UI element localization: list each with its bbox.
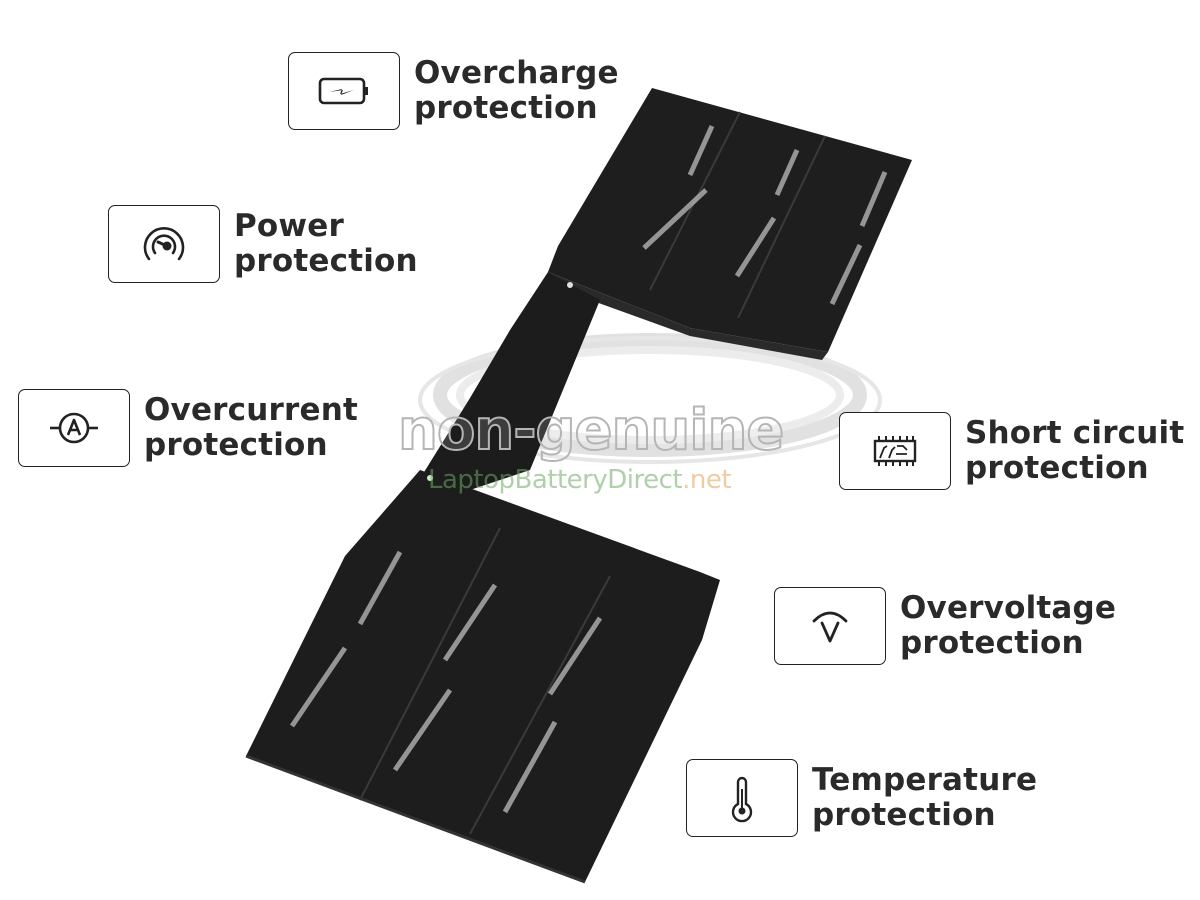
watermark-text: non-genuine <box>397 397 785 464</box>
circuit-chip-icon-box <box>839 412 951 490</box>
feature-title: Overvoltage <box>900 590 1117 626</box>
watermark-site-tld: .net <box>682 465 732 495</box>
feature-subtitle: protection <box>144 427 328 463</box>
watermark-site-name: LaptopBatteryDirect <box>428 465 683 495</box>
gauge-icon <box>143 227 185 261</box>
feature-subtitle: protection <box>812 797 996 833</box>
feature-title: Overcurrent <box>144 392 359 428</box>
voltmeter-icon <box>812 611 848 643</box>
battery-charging-icon <box>318 77 368 105</box>
feature-subtitle: protection <box>965 450 1149 486</box>
thermometer-icon <box>731 776 753 823</box>
watermark-site: LaptopBatteryDirect.net <box>428 465 732 495</box>
battery-charging-icon-box <box>288 52 400 130</box>
feature-subtitle: protection <box>234 243 418 279</box>
feature-title: Temperature <box>812 762 1038 798</box>
feature-subtitle: protection <box>900 625 1084 661</box>
ammeter-icon-box <box>18 389 130 467</box>
feature-title: Power <box>234 208 344 244</box>
ammeter-icon <box>50 412 98 444</box>
feature-title: Short circuit <box>965 415 1185 451</box>
feature-subtitle: protection <box>414 90 598 126</box>
feature-title: Overcharge <box>414 55 619 91</box>
thermometer-icon-box <box>686 759 798 837</box>
gauge-icon-box <box>108 205 220 283</box>
circuit-chip-icon <box>873 436 917 466</box>
voltmeter-icon-box <box>774 587 886 665</box>
